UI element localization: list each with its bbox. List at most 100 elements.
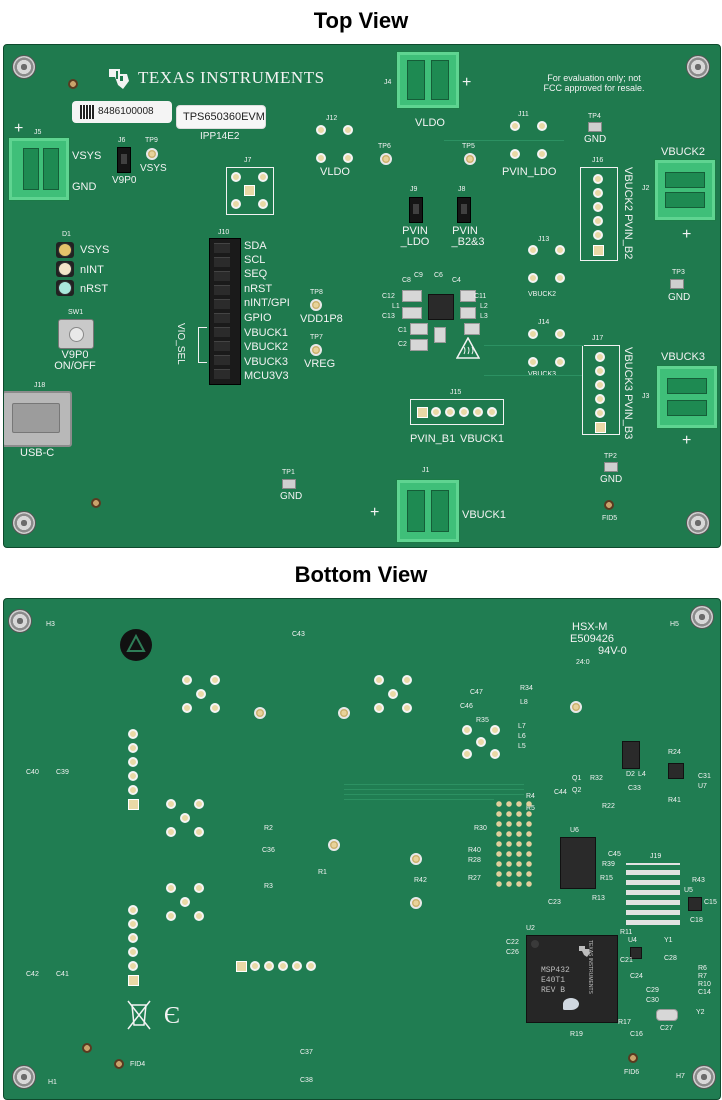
test-point-tp7: [310, 344, 322, 356]
mounting-hole-h1: [12, 1065, 36, 1089]
r28-label: R28: [468, 857, 481, 864]
connector-j19[interactable]: [626, 863, 680, 925]
bottom-view-title: Bottom View: [294, 562, 428, 587]
pvin-b1-label: PVIN_B1: [410, 433, 456, 445]
j10-pin-label: VBUCK3: [244, 356, 289, 368]
test-point: [254, 707, 266, 719]
mcu-text-line: MSP432: [541, 966, 570, 975]
r3-label: R3: [264, 883, 273, 890]
r2-label: R2: [264, 825, 273, 832]
j12-vldo-label: VLDO: [320, 166, 350, 178]
pad-row-j15: [410, 399, 504, 425]
j16-label: J16: [592, 157, 604, 164]
r17-label: R17: [618, 1019, 631, 1026]
j3-label: J3: [642, 393, 650, 400]
sw1-name: V9P0: [61, 349, 89, 361]
component-ref: L2: [480, 303, 488, 310]
esd-logo-icon: [120, 629, 152, 661]
c45-label: C45: [608, 851, 621, 858]
c16-label: C16: [630, 1031, 643, 1038]
l5-label: L5: [518, 743, 526, 750]
usb-c-connector[interactable]: [4, 391, 72, 447]
pad-block-j7: [226, 167, 274, 215]
jumper-j9[interactable]: [409, 197, 423, 223]
component-ref: C1: [398, 327, 407, 334]
jumper-j8[interactable]: [457, 197, 471, 223]
c27-label: C27: [660, 1025, 673, 1032]
c21-label: C21: [620, 957, 633, 964]
j15-label: J15: [450, 389, 462, 396]
j10-pin-label: SCL: [244, 254, 266, 266]
h7-label: H7: [676, 1073, 685, 1080]
pad-row: [236, 961, 316, 973]
j17-side-label: VBUCK3 PVIN_B3: [622, 347, 634, 440]
j6-label: J6: [118, 137, 126, 144]
j5-vsys-label: VSYS: [72, 150, 102, 162]
ic-u6: [560, 837, 596, 889]
serial-sticker: 8486100008: [72, 101, 172, 123]
top-view-title: Top View: [313, 8, 409, 33]
mounting-hole-top-left: [12, 55, 36, 79]
terminal-block-j4: [396, 51, 460, 109]
j1-plus-sign: +: [370, 504, 380, 521]
ce-mark-icon: Є: [164, 1003, 180, 1029]
r40-label: R40: [468, 847, 481, 854]
test-point: [570, 701, 582, 713]
sw1-label: SW1: [68, 309, 84, 316]
r10-label: R10: [698, 981, 711, 988]
fiducial: [91, 498, 101, 508]
fiducial-fid6: [628, 1053, 638, 1063]
tp1-gnd-label: GND: [280, 491, 303, 502]
test-point: [338, 707, 350, 719]
jumper-j6[interactable]: [117, 147, 131, 173]
pad-cluster: [374, 675, 420, 721]
mcu-text-line: E40T1: [541, 976, 566, 985]
u6-label: U6: [570, 827, 579, 834]
terminal-block-j2: [654, 159, 716, 221]
pad-cluster: [166, 799, 212, 845]
led-nint: [56, 261, 74, 277]
j18-label: J18: [34, 382, 46, 389]
tp4-label: TP4: [588, 113, 601, 120]
r19-label: R19: [570, 1031, 583, 1038]
pvin-ldo-label: PVIN_LDO: [502, 166, 557, 178]
component-ref: C11: [474, 293, 487, 300]
mcu-text-line: REV B: [541, 986, 566, 995]
d1-nint-label: nINT: [80, 264, 104, 276]
u7-label: U7: [698, 783, 707, 790]
component-ref: L1: [392, 303, 400, 310]
c24-label: C24: [630, 973, 643, 980]
l6-label: L6: [518, 733, 526, 740]
switch-sw1[interactable]: [58, 319, 94, 349]
tp2-gnd-label: GND: [600, 474, 623, 485]
test-point-tp5: [464, 153, 476, 165]
q1-label: Q1: [572, 775, 582, 782]
component-ref: C6: [434, 272, 443, 279]
l7-label: L7: [518, 723, 526, 730]
vbuck1-j15-label: VBUCK1: [460, 433, 505, 445]
test-point: [328, 839, 340, 851]
r30-label: R30: [474, 825, 487, 832]
vio-sel-bracket: [198, 327, 207, 363]
c22-label: C22: [506, 939, 519, 946]
r4-label: R4: [526, 793, 535, 800]
test-point-tp8: [310, 299, 322, 311]
j12-label: J12: [326, 115, 338, 122]
vio-sel-label: VIO_SEL: [175, 323, 186, 365]
h3-label: H3: [46, 621, 55, 628]
header-j10[interactable]: [209, 238, 241, 385]
c38-label: C38: [300, 1077, 313, 1084]
j14-vbuck3-label: VBUCK3: [528, 371, 557, 378]
c43-label: C43: [292, 631, 305, 638]
d1-nrst-label: nRST: [80, 283, 109, 295]
j11-label: J11: [518, 111, 529, 118]
component-d2: [622, 741, 640, 769]
tp7-label: TP7: [310, 334, 323, 341]
fiducial: [68, 79, 78, 89]
pcb-bottom-view: H3 H5 H1 H7 FID4 FID6 HSX-M E509426 94V-…: [3, 598, 721, 1100]
component-ref: C9: [414, 272, 423, 279]
model-name: TPS650360EVM: [183, 111, 265, 123]
mounting-hole-top-right: [686, 55, 710, 79]
fiducial-fid4: [114, 1059, 124, 1069]
j5-label: J5: [34, 129, 42, 136]
